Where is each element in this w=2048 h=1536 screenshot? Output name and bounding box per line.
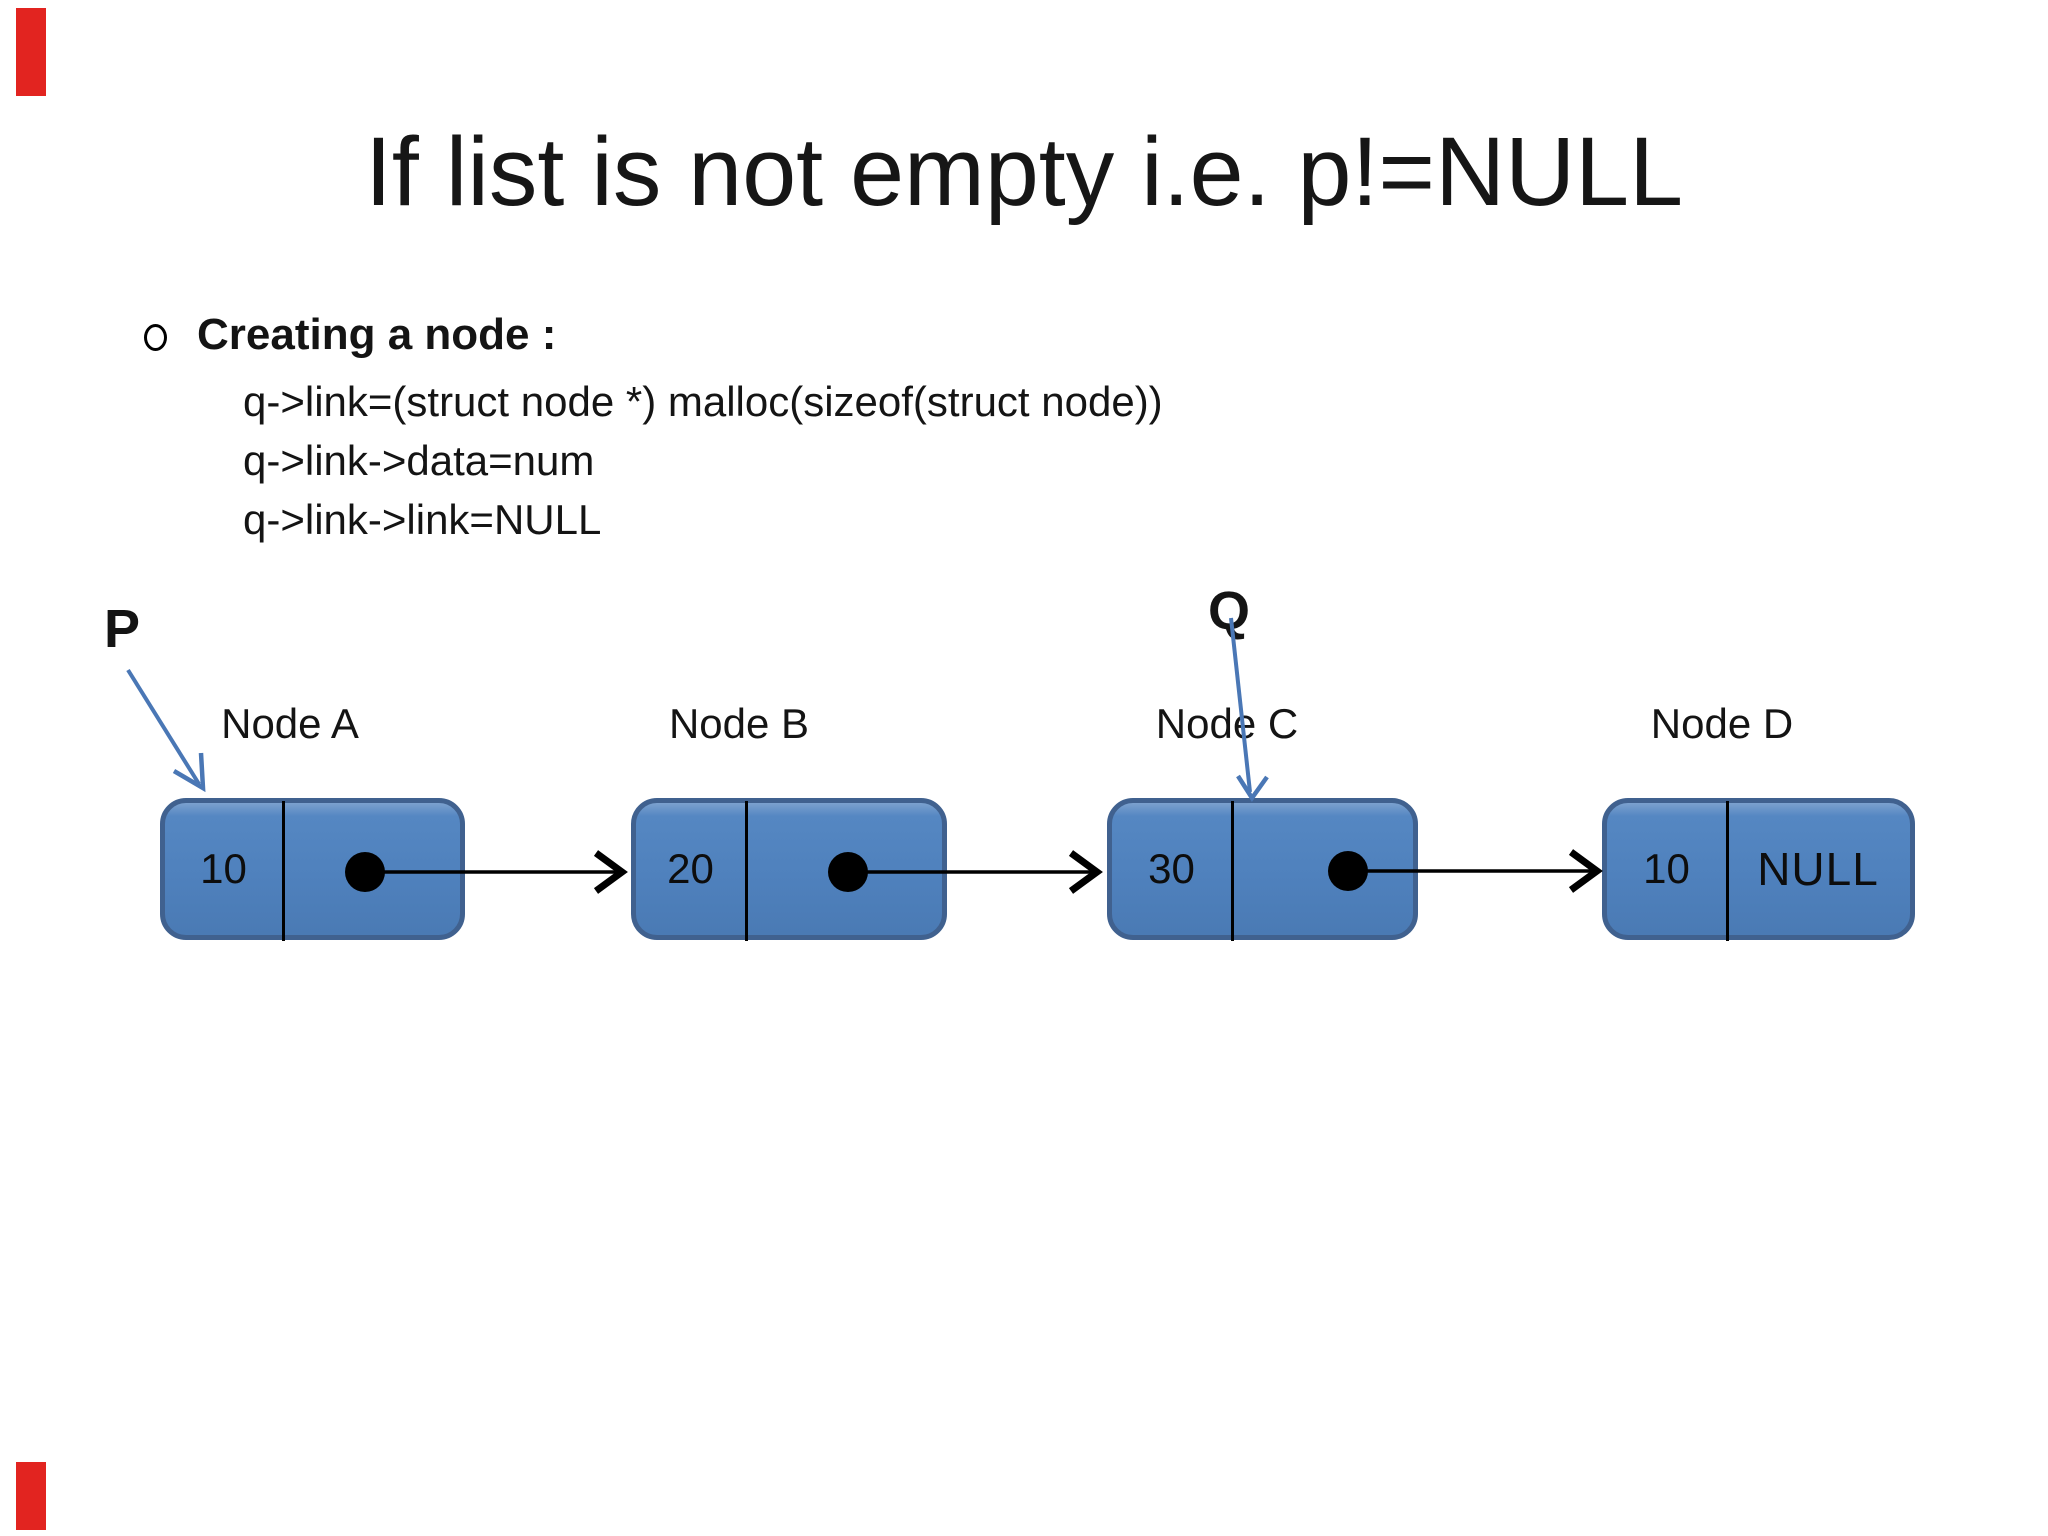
node-a-divider [282, 801, 285, 941]
bullet-heading: Creating a node : [197, 310, 557, 359]
pointer-p-label: P [104, 599, 141, 659]
node-c-link-dot-icon [1328, 851, 1368, 891]
node-a-link-dot-icon [345, 852, 385, 892]
slide-title: If list is not empty i.e. p!=NULL [364, 117, 1684, 226]
node-d-divider [1726, 801, 1729, 941]
node-b-box: 20 [631, 798, 947, 941]
node-d-label: Node D [1650, 700, 1794, 747]
node-c-value: 30 [1148, 845, 1195, 892]
node-b-label: Node B [668, 700, 810, 747]
node-d-null-text: NULL [1757, 843, 1879, 895]
node-d-box: 10 NULL [1602, 798, 1915, 941]
node-c-box: 30 [1107, 798, 1418, 941]
node-a-value: 10 [200, 845, 247, 892]
node-a-box: 10 [160, 798, 465, 941]
node-c-divider [1231, 801, 1234, 941]
node-b-link-dot-icon [828, 852, 868, 892]
code-block: q->link=(struct node *) malloc(sizeof(st… [243, 372, 1163, 549]
node-b-value: 20 [667, 845, 714, 892]
pointer-q-label: Q [1208, 581, 1251, 641]
node-b-divider [745, 801, 748, 941]
red-marker-top-left [16, 8, 46, 96]
code-line-2: q->link->data=num [243, 437, 595, 484]
bullet-circle-icon [144, 324, 167, 351]
code-line-1: q->link=(struct node *) malloc(sizeof(st… [243, 378, 1163, 425]
node-a-label: Node A [221, 700, 359, 747]
red-marker-bottom-left [16, 1462, 46, 1530]
node-c-label: Node C [1155, 700, 1299, 747]
code-line-3: q->link->link=NULL [243, 496, 602, 543]
node-d-value: 10 [1643, 845, 1690, 892]
